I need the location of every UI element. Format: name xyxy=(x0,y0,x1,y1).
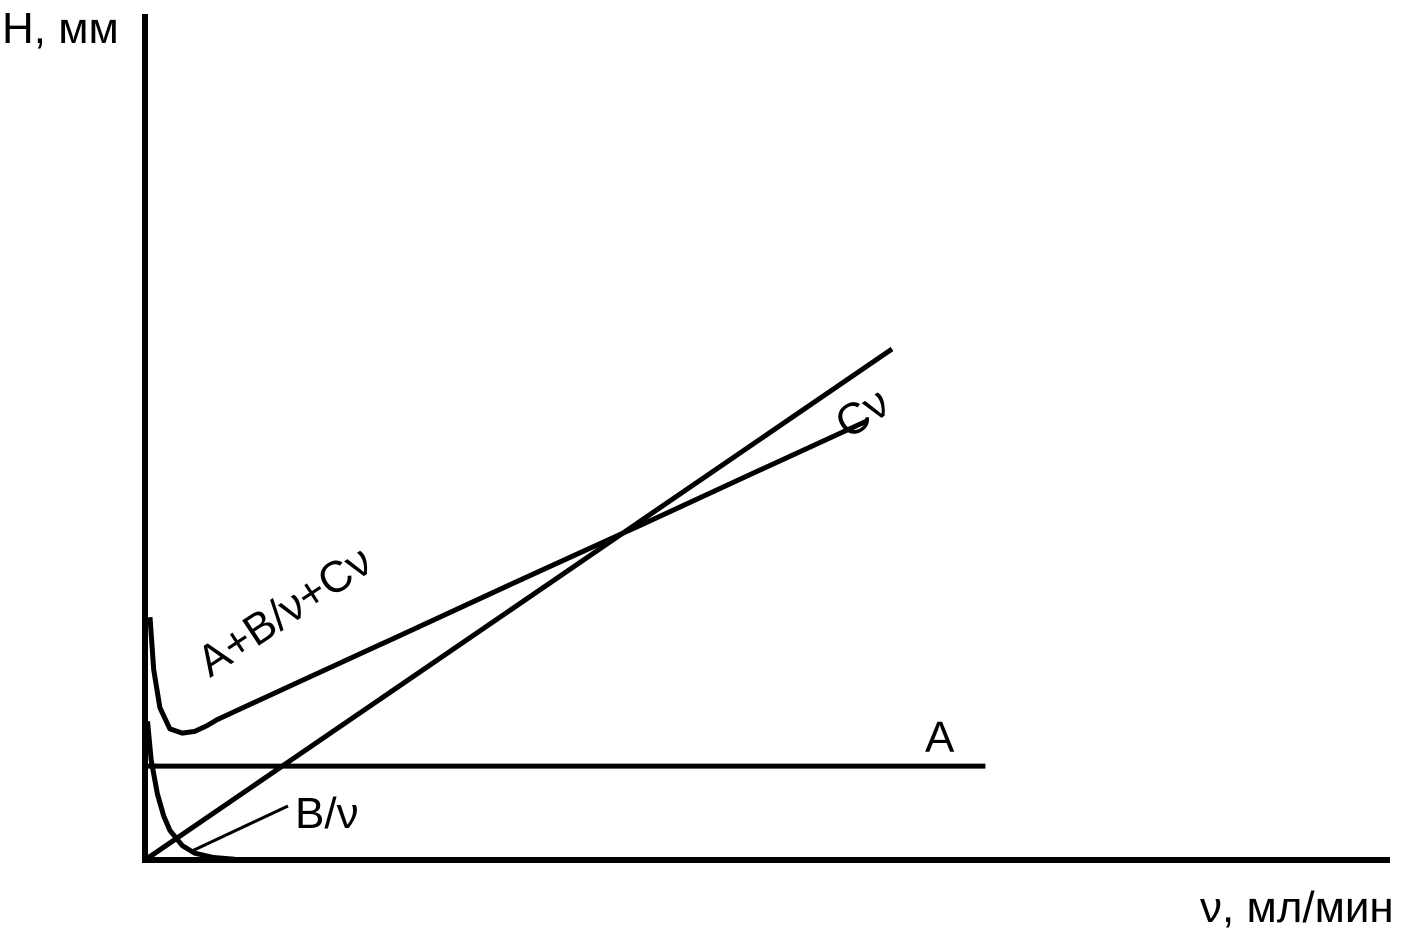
x-axis-label: ν, мл/мин xyxy=(1200,883,1394,932)
series-layer xyxy=(143,346,986,863)
b-over-nu-leader-line xyxy=(191,804,289,853)
curve-label-a: A xyxy=(925,713,955,762)
series-line-2 xyxy=(143,346,894,863)
curve-label-total: A+B/ν+Cν xyxy=(188,536,380,686)
series-line-1 xyxy=(147,418,869,736)
curve-label-b-over-nu: B/ν xyxy=(295,789,359,838)
y-axis-label: H, мм xyxy=(2,4,119,53)
series-line-4 xyxy=(145,721,235,862)
